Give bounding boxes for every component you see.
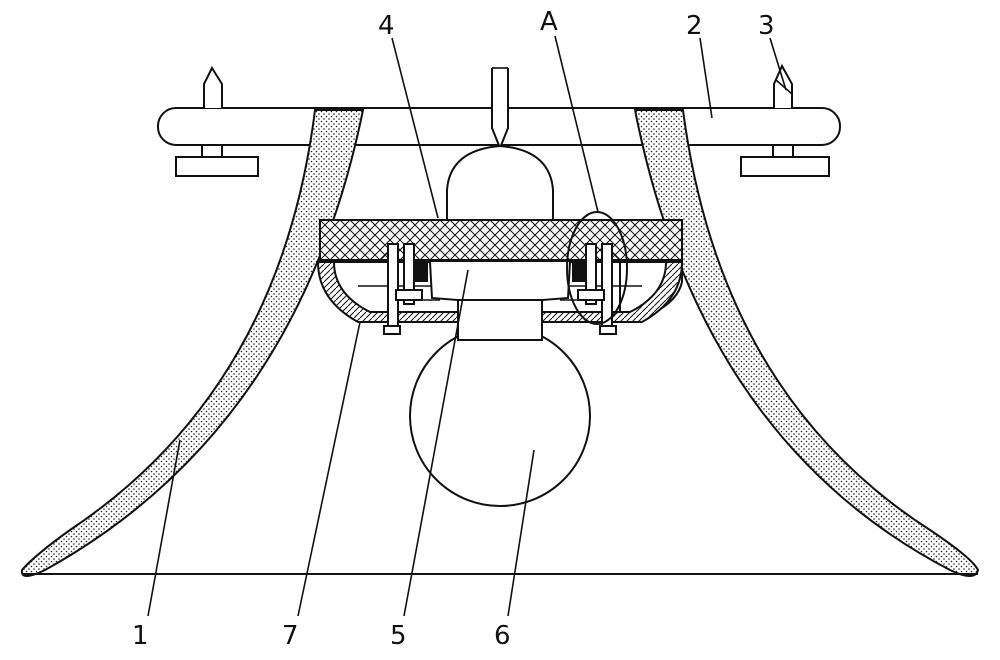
fastener-right	[740, 63, 830, 177]
label-1: 1	[132, 621, 149, 651]
mounting-plate	[319, 219, 683, 261]
label-5: 5	[390, 621, 407, 651]
label-4: 4	[378, 11, 395, 41]
label-a: A	[540, 7, 558, 37]
label-2: 2	[686, 11, 703, 41]
label-3: 3	[758, 11, 775, 41]
socket-cap	[446, 144, 554, 222]
hanging-rod	[491, 67, 509, 151]
clamp-bolt-left	[377, 243, 428, 335]
light-bulb	[409, 299, 591, 507]
fastener-left	[175, 65, 259, 177]
label-6: 6	[494, 621, 511, 651]
clamp-bolt-right	[572, 243, 623, 335]
detail-circle-a	[566, 211, 628, 325]
label-7: 7	[282, 621, 299, 651]
leader-lines	[147, 35, 787, 617]
lampshade	[20, 109, 980, 577]
